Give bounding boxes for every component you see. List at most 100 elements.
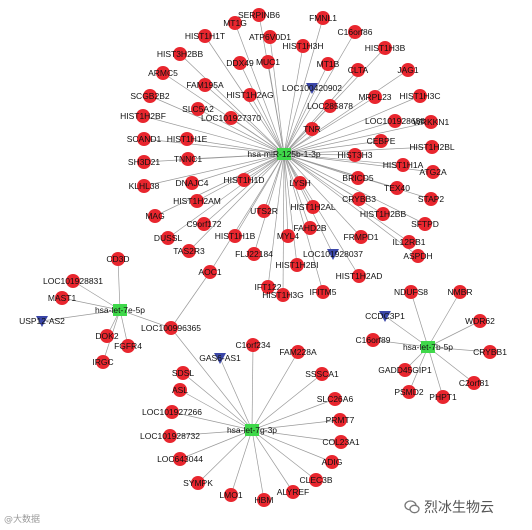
node-myl4[interactable]: MYL4 (277, 229, 299, 243)
node-armc5[interactable]: ARMC5 (148, 66, 178, 80)
node-ndufs8[interactable]: NDUFS8 (394, 285, 428, 299)
node-asl[interactable]: ASL (172, 383, 188, 397)
node-flj22184[interactable]: FLJ22184 (235, 247, 273, 261)
node-ddx49[interactable]: DDX49 (226, 56, 254, 70)
node-loc101928638[interactable]: LOC101928638 (365, 114, 425, 128)
node-usp12-as2[interactable]: USP12-AS2 (19, 316, 65, 327)
node-adig[interactable]: ADIG (322, 455, 343, 469)
node-slc26a6[interactable]: SLC26A6 (317, 392, 354, 406)
node-dussl[interactable]: DUSSL (154, 231, 183, 245)
node-ifitm5[interactable]: IFITM5 (310, 285, 337, 299)
node-tnnc1[interactable]: TNNC1 (174, 152, 203, 166)
node-loc285878[interactable]: LOC285878 (307, 99, 353, 113)
node-hist1h2ag[interactable]: HIST1H2AG (226, 88, 274, 102)
node-sftpd[interactable]: SFTPD (411, 217, 439, 231)
node-muc1[interactable]: MUC1 (256, 55, 280, 69)
node-psmd2[interactable]: PSMD2 (394, 385, 424, 399)
node-loc643044[interactable]: LOC643044 (157, 452, 203, 466)
node-scand1[interactable]: SCAND1 (127, 132, 162, 146)
node-sdsl[interactable]: SDSL (172, 366, 194, 380)
node-c16orf89[interactable]: C16orf89 (356, 333, 391, 347)
node-wdr62[interactable]: WDR62 (465, 314, 495, 328)
node-c1orf234[interactable]: C1orf234 (236, 338, 271, 352)
node-hist1h1d[interactable]: HIST1H1D (223, 173, 265, 187)
hub-hsa-let-7b-5p[interactable]: hsa-let-7b-5p (403, 341, 453, 353)
node-c2orf81[interactable]: C2orf81 (459, 376, 490, 390)
node-gas6-as1[interactable]: GAS6-AS1 (199, 353, 241, 364)
node-jag1[interactable]: JAG1 (397, 63, 419, 77)
node-loc100996365[interactable]: LOC100996365 (141, 321, 201, 335)
node-aoc1[interactable]: AOC1 (198, 265, 222, 279)
node-cebpe[interactable]: CEBPE (367, 134, 396, 148)
hub-hsa-let-7e-5p[interactable]: hsa-let-7e-5p (95, 304, 145, 316)
node-tas2r3[interactable]: TAS2R3 (173, 244, 205, 258)
node-hist1h3b[interactable]: HIST1H3B (365, 41, 406, 55)
node-mrpl23[interactable]: MRPL23 (358, 90, 392, 104)
node-loc101927266[interactable]: LOC101927266 (142, 405, 202, 419)
node-hist1h3c[interactable]: HIST1H3C (399, 89, 441, 103)
node-lmo1[interactable]: LMO1 (219, 488, 243, 502)
node-cd3d[interactable]: CD3D (106, 252, 130, 266)
node-dnajc4[interactable]: DNAJC4 (175, 176, 209, 190)
node-loc101927370[interactable]: LOC101927370 (201, 111, 261, 125)
node-mt1g[interactable]: MT1G (223, 16, 247, 30)
node-prmt7[interactable]: PRMT7 (326, 413, 355, 427)
node-gadd45gip1[interactable]: GADD45GIP1 (378, 363, 432, 377)
node-loc100420902[interactable]: LOC100420902 (282, 83, 342, 94)
node-hist1h3h[interactable]: HIST1H3H (282, 39, 324, 53)
node-fgfr4[interactable]: FGFR4 (114, 339, 142, 353)
node-fmnl1[interactable]: FMNL1 (309, 11, 337, 25)
node-fahd2b[interactable]: FAHD2B (293, 221, 327, 235)
node-scgb2b2[interactable]: SCGB2B2 (130, 89, 170, 103)
node-dok2[interactable]: DOK2 (95, 329, 119, 343)
node-il12rb1[interactable]: IL12RB1 (392, 235, 426, 249)
node-mt1b[interactable]: MT1B (317, 57, 340, 71)
hub-hsa-let-7g-3p[interactable]: hsa-let-7g-3p (227, 424, 277, 436)
node-serpinb6[interactable]: SERPINB6 (238, 8, 280, 22)
node-loc101928732[interactable]: LOC101928732 (140, 429, 200, 443)
node-hist1h1a[interactable]: HIST1H1A (383, 158, 424, 172)
node-c16orf86[interactable]: C16orf86 (338, 25, 373, 39)
node-crybb3[interactable]: CRYBB3 (342, 192, 376, 206)
node-hist1h3g[interactable]: HIST1H3G (262, 288, 304, 302)
node-c9orf172[interactable]: C9orf172 (187, 217, 222, 231)
node-clta[interactable]: CLTA (348, 63, 369, 77)
node-loc101928831[interactable]: LOC101928831 (43, 274, 103, 288)
node-loc101928037[interactable]: LOC101928037 (303, 249, 363, 260)
node-crybb1[interactable]: CRYBB1 (473, 345, 507, 359)
node-uts2r[interactable]: UTS2R (250, 204, 278, 218)
node-phpt1[interactable]: PHPT1 (429, 390, 457, 404)
node-sh3d21[interactable]: SH3D21 (128, 155, 160, 169)
node-hist1h2ad[interactable]: HIST1H2AD (336, 269, 383, 283)
node-clec3b[interactable]: CLEC3B (299, 473, 333, 487)
node-ccdc3p1[interactable]: CCDC3P1 (365, 311, 405, 322)
node-fam228a[interactable]: FAM228A (279, 345, 317, 359)
node-hist1h1t[interactable]: HIST1H1T (185, 29, 225, 43)
node-ift122[interactable]: IFT122 (255, 280, 282, 294)
node-frmpd1[interactable]: FRMPD1 (344, 230, 379, 244)
node-hist1h1b[interactable]: HIST1H1B (215, 229, 256, 243)
node-atg2a[interactable]: ATG2A (419, 165, 447, 179)
node-sssca1[interactable]: SSSCA1 (305, 367, 339, 381)
node-wrkkn1[interactable]: WRKKN1 (413, 115, 450, 129)
node-atp6v0d1[interactable]: ATP6V0D1 (249, 30, 291, 44)
node-stap2[interactable]: STAP2 (418, 192, 445, 206)
node-lysh[interactable]: LYSH (289, 176, 311, 190)
node-hist1h2bi[interactable]: HIST1H2BI (276, 258, 319, 272)
node-mag[interactable]: MAG (145, 209, 165, 223)
node-tex40[interactable]: TEX40 (384, 181, 410, 195)
node-hist1h2al[interactable]: HIST1H2AL (290, 200, 336, 214)
node-klhl38[interactable]: KLHL38 (129, 179, 160, 193)
node-mast1[interactable]: MAST1 (48, 291, 77, 305)
node-hist3h2bb[interactable]: HIST3H2BB (157, 47, 204, 61)
node-hist3h3[interactable]: HIST3H3 (338, 148, 373, 162)
node-sympk[interactable]: SYMPK (183, 476, 213, 490)
node-hist1h1e[interactable]: HIST1H1E (167, 132, 208, 146)
node-tnr[interactable]: TNR (303, 122, 321, 136)
node-hist1h2bf[interactable]: HIST1H2BF (120, 109, 166, 123)
node-hist1h2bl[interactable]: HIST1H2BL (409, 140, 455, 154)
node-nmbr[interactable]: NMBR (447, 285, 473, 299)
node-hist1h2bb[interactable]: HIST1H2BB (360, 207, 407, 221)
node-hbm[interactable]: HBM (255, 493, 274, 507)
node-irgc[interactable]: IRGC (92, 355, 114, 369)
